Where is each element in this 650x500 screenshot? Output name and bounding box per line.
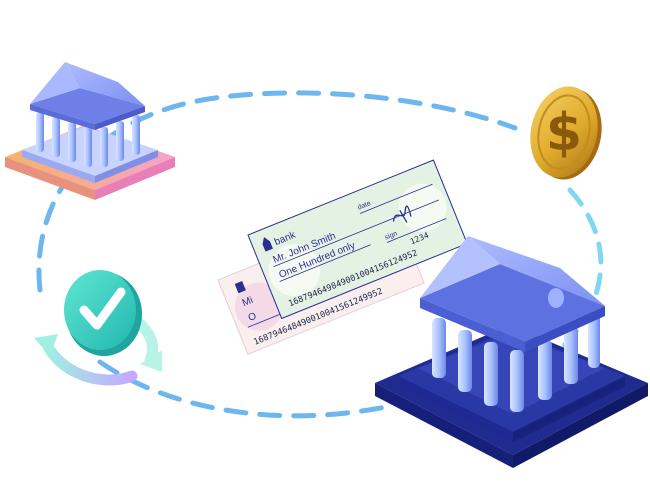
coin-symbol: $	[546, 103, 582, 163]
cheque-back-amount: O	[247, 311, 259, 324]
refresh-arrows-icon	[34, 316, 162, 386]
bank-building-large-icon	[375, 236, 648, 468]
bank-building-icon	[5, 62, 175, 200]
verified-check-icon	[64, 270, 142, 356]
signature-mark	[392, 205, 412, 223]
cheque-date-label: date	[357, 200, 372, 212]
cheque-sign-label: sign	[384, 230, 399, 241]
dollar-coin-icon: $	[530, 86, 602, 180]
cheque-back-payee: Mi	[241, 295, 255, 309]
